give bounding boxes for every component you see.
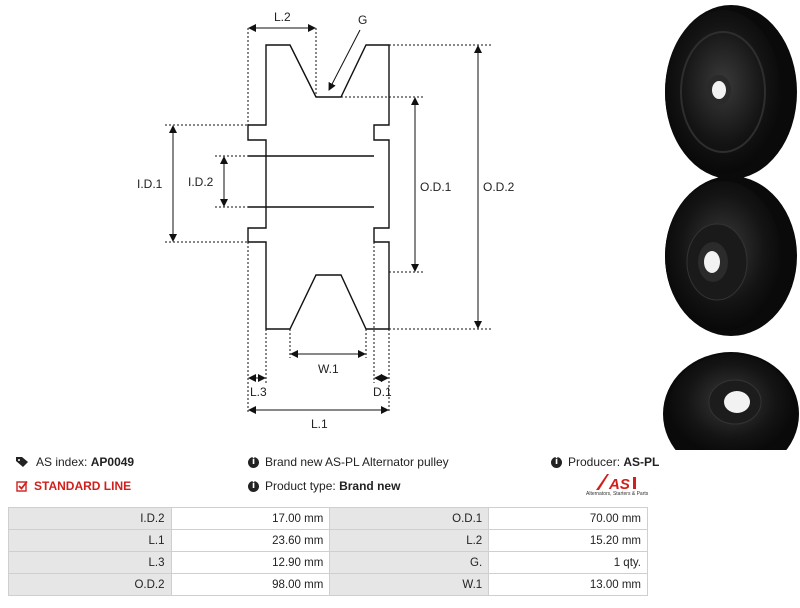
standard-line-label: STANDARD LINE [34,479,132,493]
dim-g-leader [328,29,361,91]
label-g: G [358,13,367,27]
check-square-icon [16,480,28,492]
spec-value: 13.00 mm [488,573,648,596]
description-row: i Brand new AS-PL Alternator pulley [248,455,449,469]
pulley-technical-drawing: L.2 G I.D.1 I.D.2 O.D.1 O.D.2 W.1 L.3 D.… [137,10,515,431]
spec-label: G. [329,551,490,574]
label-l2: L.2 [274,10,291,24]
producer-row: i Producer: AS-PL [551,455,659,469]
label-w1: W.1 [318,362,339,376]
logo-tagline: Alternators, Starters & Parts [586,491,649,497]
description-text: Brand new AS-PL Alternator pulley [265,455,449,469]
info-icon: i [248,480,259,492]
label-id1: I.D.1 [137,177,163,191]
pulley-photo-side [663,352,799,450]
producer-label: Producer: [568,455,621,469]
pulley-photo-front [665,5,797,179]
product-type-label: Product type: [265,479,336,493]
tags-icon [16,457,28,467]
spec-label: W.1 [329,573,490,596]
spec-label: L.1 [8,529,172,552]
label-d1: D.1 [373,385,392,399]
spec-value: 12.90 mm [170,551,331,574]
pulley-photo-angled [665,176,797,336]
product-type-row: i Product type: Brand new [248,479,400,493]
standard-line-row: STANDARD LINE [16,479,131,493]
product-type-value: Brand new [339,479,401,493]
spec-value: 98.00 mm [170,573,331,596]
spec-value: 1 qty. [488,551,648,574]
spec-value: 70.00 mm [488,507,648,530]
label-od1: O.D.1 [420,180,452,194]
label-l3: L.3 [250,385,267,399]
spec-value: 17.00 mm [170,507,331,530]
as-index-label: AS index: [36,455,88,469]
as-pl-logo: AS [596,474,636,493]
info-icon: i [248,456,259,468]
spec-label: L.3 [8,551,172,574]
svg-text:AS: AS [608,476,630,493]
spec-label: L.2 [329,529,490,552]
label-od2: O.D.2 [483,180,515,194]
as-index-value: AP0049 [90,455,135,469]
spec-label: O.D.2 [8,573,172,596]
product-photos [663,5,799,450]
spec-value: 15.20 mm [488,529,648,552]
pulley-profile [247,44,390,330]
producer-value: AS-PL [623,455,660,469]
spec-value: 23.60 mm [170,529,331,552]
spec-label: O.D.1 [329,507,490,530]
label-id2: I.D.2 [188,175,214,189]
label-l1: L.1 [311,417,328,431]
info-icon: i [551,456,562,468]
as-index-row: AS index: AP0049 [16,455,134,469]
spec-label: I.D.2 [8,507,172,530]
